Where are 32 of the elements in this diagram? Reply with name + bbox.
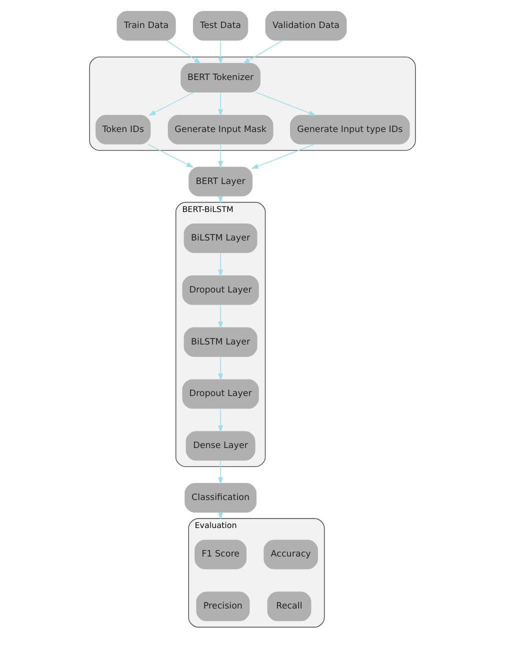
node-box: Validation Data <box>265 11 347 41</box>
arrow <box>218 40 224 64</box>
arrow <box>242 40 284 64</box>
arrow <box>218 304 224 329</box>
arrow <box>218 512 224 520</box>
arrow <box>218 408 224 433</box>
arrow <box>166 40 202 64</box>
arrow <box>251 144 316 169</box>
node-box: Test Data <box>193 11 248 41</box>
node-box: F1 Score <box>194 540 247 570</box>
node-box: Dropout Layer <box>182 379 259 409</box>
node-box: Recall <box>267 592 312 622</box>
arrow <box>148 92 195 116</box>
node-box: BiLSTM Layer <box>184 223 258 254</box>
node-box: Generate Input Mask <box>168 114 274 144</box>
node-box: Dropout Layer <box>182 275 259 305</box>
arrow <box>218 196 224 204</box>
arrow <box>218 92 224 116</box>
node-box: Dense Layer <box>186 431 256 461</box>
node-box: Accuracy <box>264 540 318 570</box>
node-box: Generate Input type IDs <box>290 114 410 144</box>
node-box: Train Data <box>116 11 176 41</box>
arrow <box>218 356 224 381</box>
node-box: Token IDs <box>96 114 151 144</box>
node-box: Precision <box>196 592 250 622</box>
arrow <box>148 144 194 168</box>
arrow <box>218 460 224 484</box>
arrow <box>218 144 224 168</box>
arrow <box>255 92 316 116</box>
node-box: BiLSTM Layer <box>184 327 258 357</box>
node-box: BERT Tokenizer <box>180 62 260 92</box>
arrow <box>218 252 224 277</box>
